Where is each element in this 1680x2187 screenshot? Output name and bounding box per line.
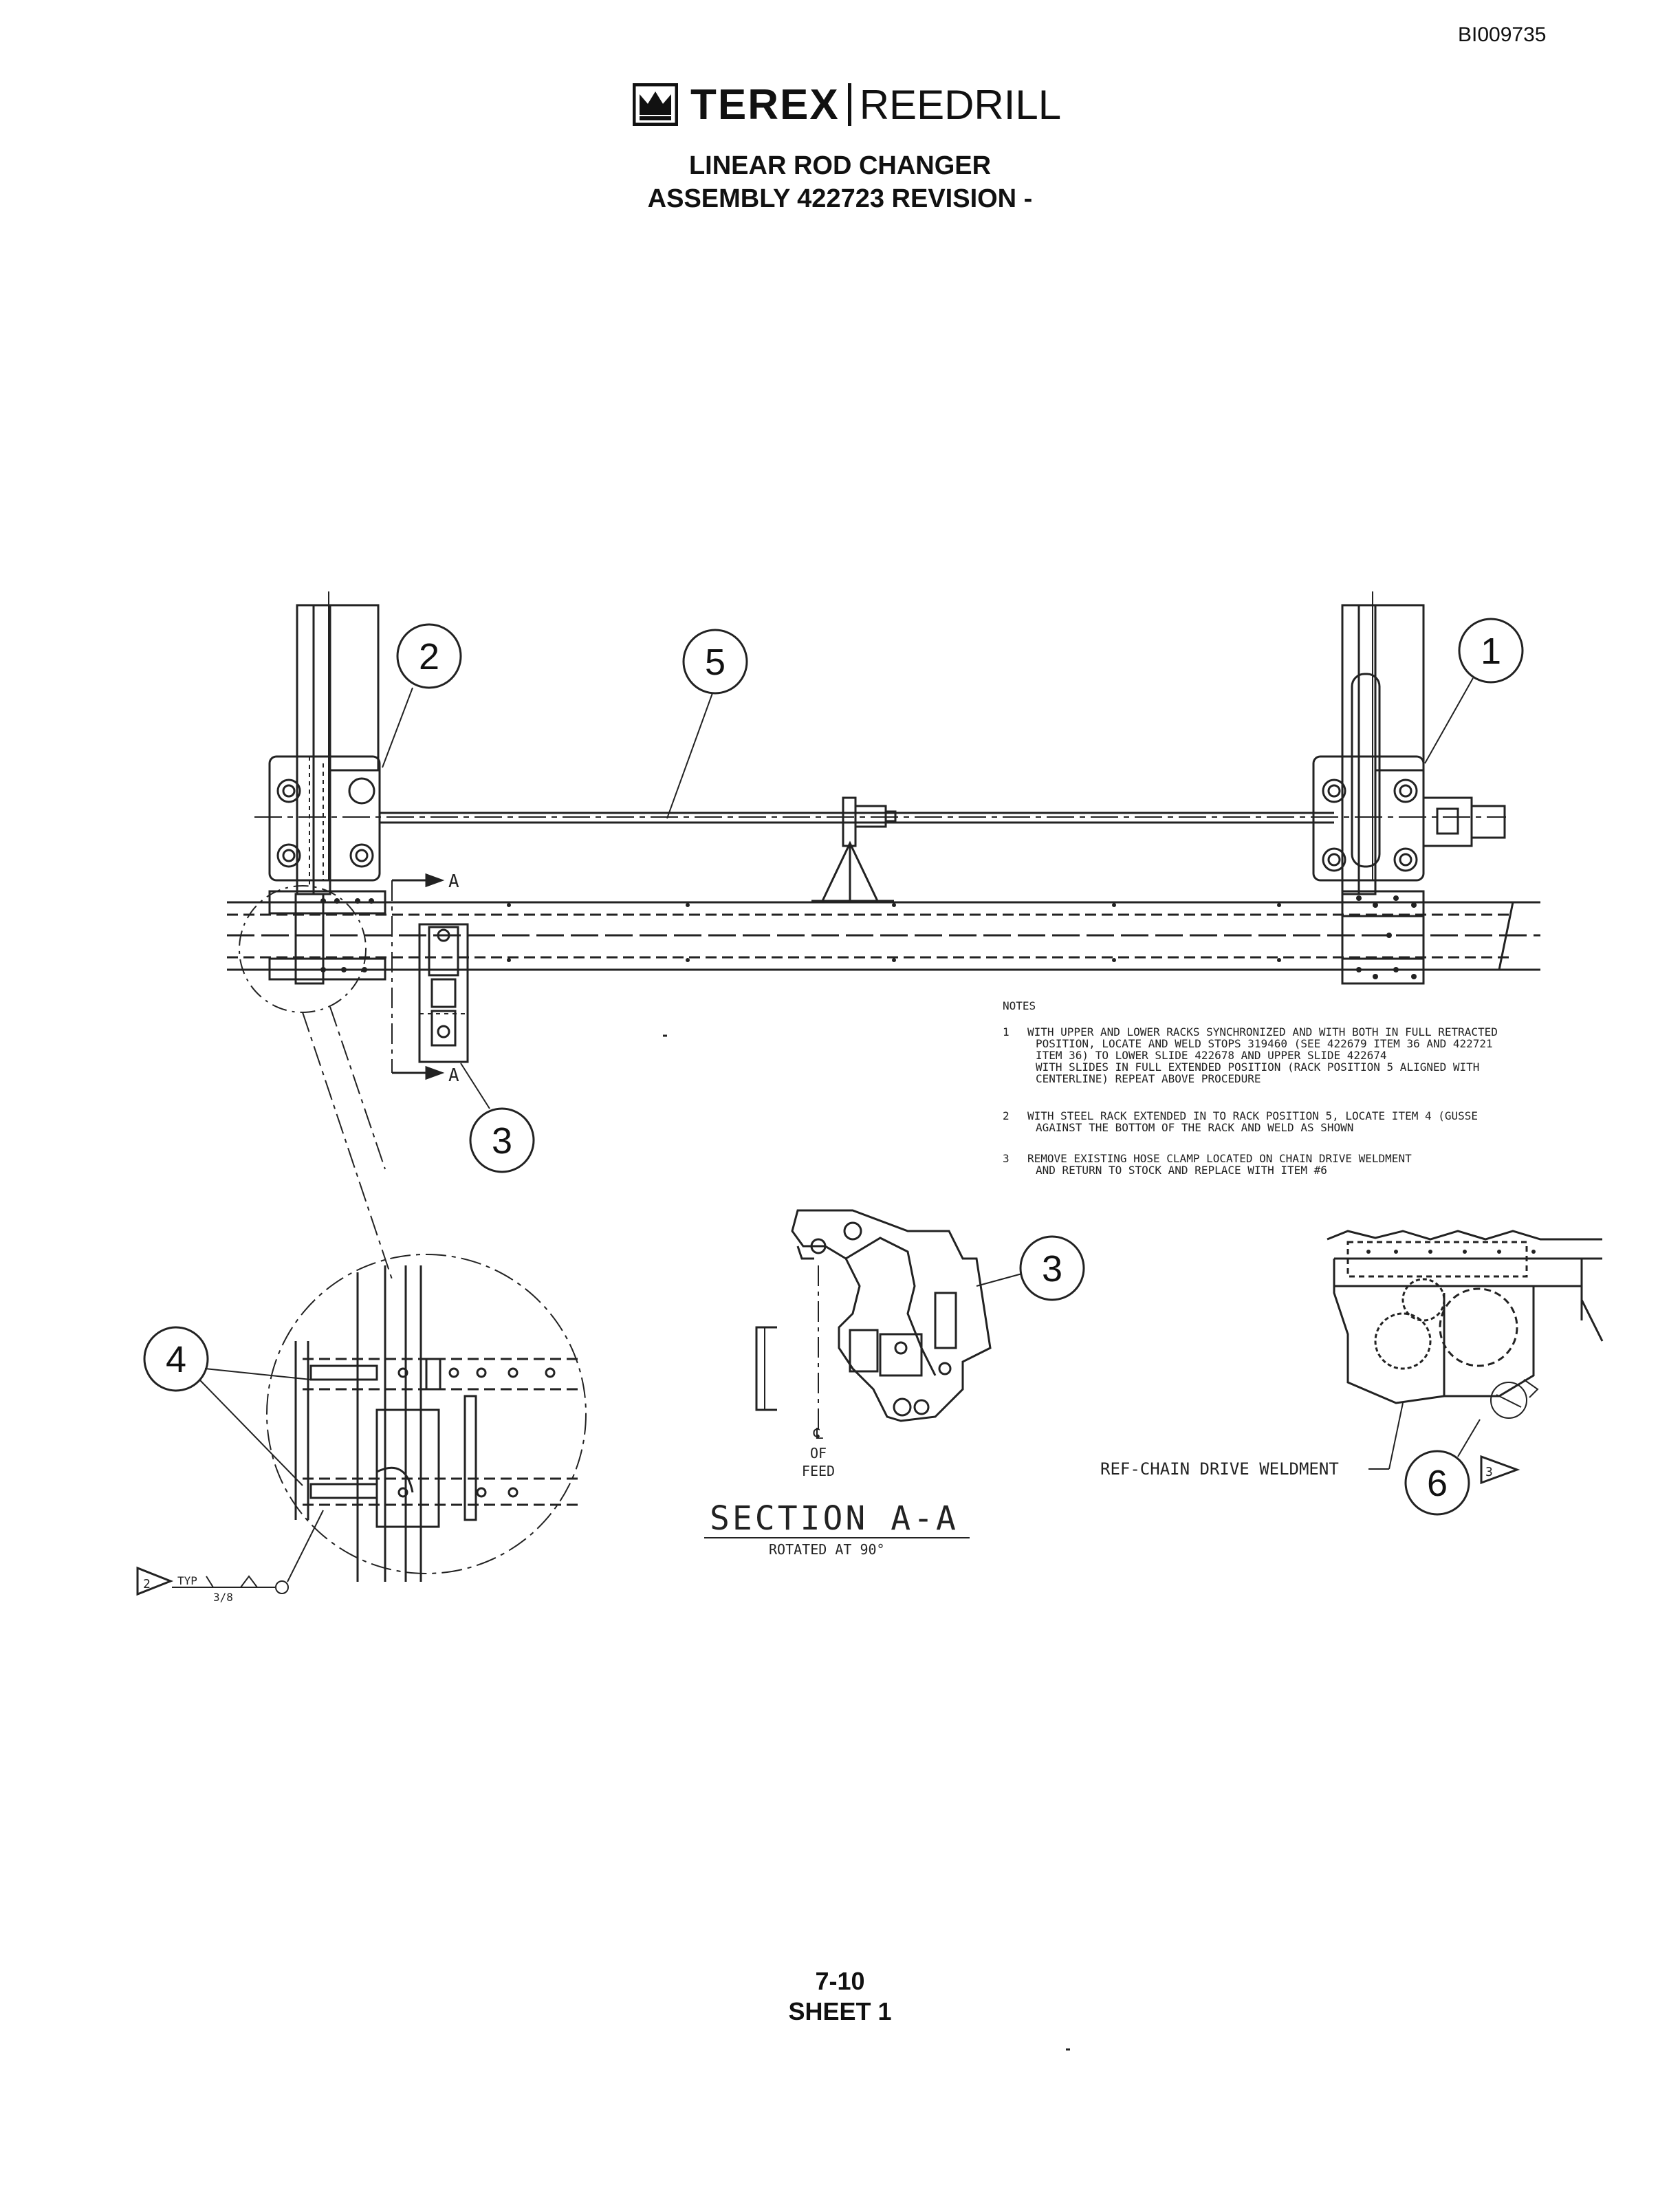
drawing-title: LINEAR ROD CHANGER (688, 151, 992, 180)
note-flag-3: 3 (1485, 1465, 1493, 1479)
section-a-a-view: ℄ OF FEED SECTION A-A ROTATED AT 90° (704, 1209, 992, 1558)
section-marker-bottom: A (448, 1065, 459, 1086)
centerline-symbol: ℄ (813, 1426, 824, 1443)
note-3-line-2: AND RETURN TO STOCK AND REPLACE WITH ITE… (1036, 1164, 1327, 1177)
note-1-line-5: CENTERLINE) REPEAT ABOVE PROCEDURE (1036, 1072, 1261, 1085)
notes-block: NOTES 1 WITH UPPER AND LOWER RACKS SYNCH… (1003, 999, 1498, 1177)
chain-drive-view: REF-CHAIN DRIVE WELDMENT 3 (1100, 1230, 1604, 1485)
callout-2: 2 (419, 636, 439, 677)
section-marker-top: A (448, 871, 459, 892)
chain-drive-ref-label: REF-CHAIN DRIVE WELDMENT (1100, 1459, 1339, 1479)
logo-brand: TEREX (690, 80, 840, 129)
note-1-line-3: ITEM 36) TO LOWER SLIDE 422678 AND UPPER… (1036, 1049, 1387, 1062)
callout-1: 1 (1481, 631, 1501, 672)
note-2-line-2: AGAINST THE BOTTOM OF THE RACK AND WELD … (1036, 1121, 1353, 1134)
terex-logo: TEREX REEDRILL (633, 77, 1061, 132)
logo-divider (847, 83, 851, 126)
note-1-num: 1 (1003, 1025, 1010, 1038)
document-id: BI009735 (1458, 23, 1547, 46)
weld-typ-label: TYP (177, 1574, 197, 1587)
sheet-label: SHEET 1 (788, 1997, 892, 2025)
weld-flag-2: 2 (143, 1577, 151, 1591)
terex-crown-icon (633, 83, 678, 126)
callouts: 2 5 1 3 4 3 6 (143, 618, 1524, 1516)
note-1-line-1: WITH UPPER AND LOWER RACKS SYNCHRONIZED … (1027, 1025, 1498, 1038)
callout-3-main: 3 (492, 1120, 512, 1162)
callout-4: 4 (166, 1339, 186, 1380)
main-view: A A (227, 591, 1540, 1280)
logo-division: REEDRILL (859, 81, 1062, 128)
note-3-num: 3 (1003, 1152, 1010, 1165)
section-subtitle: ROTATED AT 90° (769, 1541, 885, 1558)
callout-5: 5 (705, 642, 726, 683)
centerline-feed-label: FEED (802, 1463, 835, 1479)
note-1-line-2: POSITION, LOCATE AND WELD STOPS 319460 (… (1036, 1037, 1493, 1050)
centerline-of-label: OF (810, 1445, 827, 1461)
section-title: SECTION A-A (710, 1499, 959, 1538)
callout-3-section: 3 (1042, 1248, 1062, 1290)
detail-view: 2 TYP 3/8 (136, 1254, 587, 1604)
note-2-line-1: WITH STEEL RACK EXTENDED IN TO RACK POSI… (1027, 1109, 1478, 1122)
note-1-line-4: WITH SLIDES IN FULL EXTENDED POSITION (R… (1036, 1060, 1479, 1074)
note-3-line-1: REMOVE EXISTING HOSE CLAMP LOCATED ON CH… (1027, 1152, 1412, 1165)
page-number: 7-10 (815, 1967, 865, 1995)
note-2-num: 2 (1003, 1109, 1010, 1122)
notes-heading: NOTES (1003, 999, 1036, 1012)
drawing-subtitle: ASSEMBLY 422723 REVISION - (647, 184, 1033, 213)
weld-size-label: 3/8 (213, 1591, 233, 1604)
callout-6: 6 (1427, 1463, 1448, 1504)
